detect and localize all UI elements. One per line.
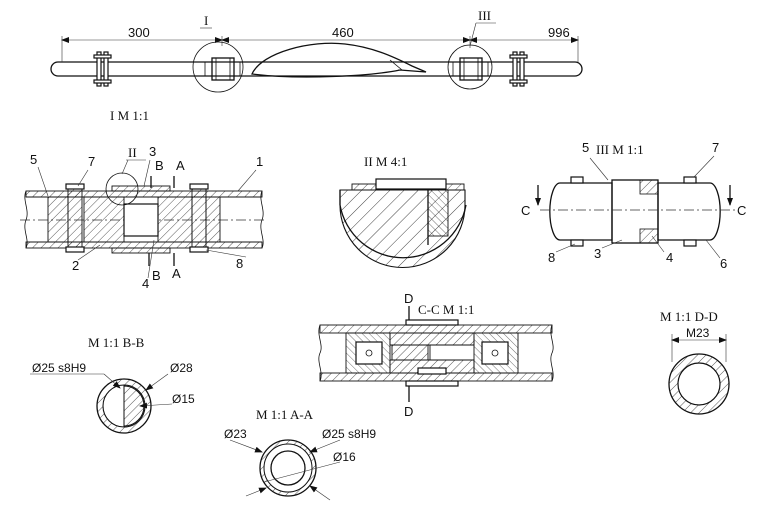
callout-D-bottom: D [404,404,413,419]
section-I-view: I M 1:1 5 7 II [20,108,266,291]
joint-III [452,57,489,81]
callout-2: 2 [72,258,79,273]
callout-6-III: 6 [720,256,727,271]
clamp-left [93,51,112,87]
callout-8: 8 [236,256,243,271]
dim-BB-inner: Ø15 [172,392,195,406]
detail-II-view: II M 4:1 [339,154,467,269]
dim-BB-outer: Ø28 [170,361,193,375]
section-DD-title: M 1:1 D-D [660,309,718,324]
section-AA-title: M 1:1 A-A [256,407,314,422]
section-BB-view: M 1:1 B-B Ø25 s8H9 Ø28 Ø15 [30,335,195,434]
dim-AA-outer: Ø23 [224,427,247,441]
callout-A-top: A [176,158,185,173]
joint-I [204,57,241,81]
wing-profile [251,42,427,78]
callout-1: 1 [256,154,263,169]
callout-A-bottom: A [172,266,181,281]
callout-4-III: 4 [666,250,673,265]
section-III-title: III M 1:1 [596,142,644,157]
detail-II-title: II M 4:1 [364,154,407,169]
dim-460: 460 [332,25,354,40]
callout-5-III: 5 [582,140,589,155]
callout-B-bottom: B [152,268,161,283]
callout-4: 4 [142,276,149,291]
callout-III: III [478,8,491,23]
section-CC-title: C-C M 1:1 [418,302,474,317]
section-AA-view: M 1:1 A-A Ø23 Ø25 s8H9 Ø16 [224,407,376,501]
callout-7: 7 [88,154,95,169]
detail-circle-III [447,44,493,90]
callout-D-top: D [404,291,413,306]
section-DD-view: M 1:1 D-D M23 [660,309,730,415]
rod-outline [50,61,583,77]
callout-5: 5 [30,152,37,167]
dim-996: 996 [548,25,570,40]
callout-8-III: 8 [548,250,555,265]
clamp-right [509,51,528,87]
overview-view: 300 460 996 I III [50,8,583,93]
callout-3: 3 [149,144,156,159]
callout-B-top: B [155,158,164,173]
callout-C-right: C [737,203,746,218]
callout-C-left: C [521,203,530,218]
section-I-title: I M 1:1 [110,108,149,123]
callout-II: II [128,145,137,160]
dim-BB-fit: Ø25 s8H9 [32,361,86,375]
section-CC-view: D C-C M 1:1 D [318,291,554,419]
section-BB-title: M 1:1 B-B [88,335,145,350]
dim-AA-fit: Ø25 s8H9 [322,427,376,441]
callout-3-III: 3 [594,246,601,261]
dim-300: 300 [128,25,150,40]
callout-7-III: 7 [712,140,719,155]
dim-DD-thread: M23 [686,326,710,340]
dim-AA-inner: Ø16 [333,450,356,464]
section-III-view: 5 III M 1:1 C C 7 8 3 4 6 [521,140,746,271]
detail-circle-I [192,41,244,93]
callout-I: I [204,13,208,28]
